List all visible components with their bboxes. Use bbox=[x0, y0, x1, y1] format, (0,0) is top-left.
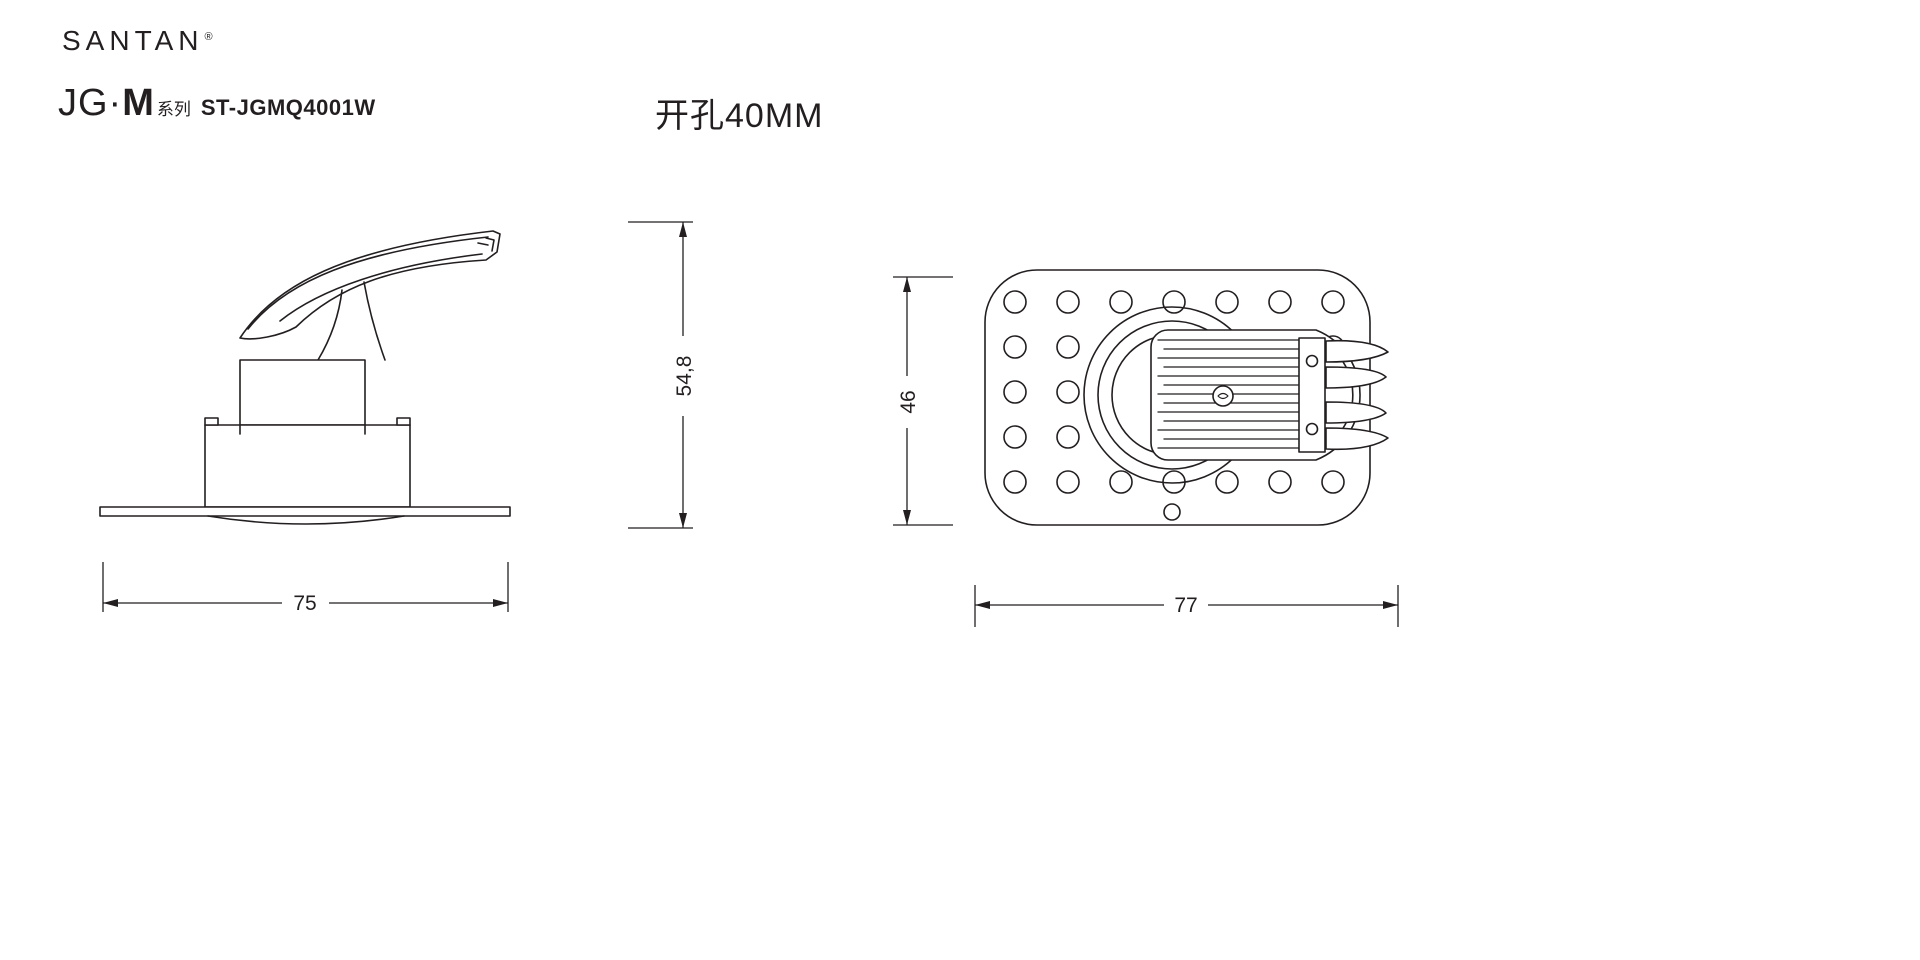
ceiling-flange bbox=[99, 506, 511, 517]
bracket-slats bbox=[1157, 339, 1305, 449]
brand-logo: SANTAN® bbox=[62, 25, 213, 57]
side-width-label-bg bbox=[282, 589, 329, 616]
bracket-screw-top bbox=[1305, 354, 1319, 368]
top-height-dimension-arrows bbox=[903, 277, 911, 525]
side-height-label-bg bbox=[668, 336, 697, 416]
side-view-fixture-outline bbox=[99, 230, 511, 525]
bracket-screw-bottom bbox=[1305, 422, 1319, 436]
series-name-jg: JG· bbox=[58, 82, 123, 124]
top-width-label-bg bbox=[1164, 591, 1208, 618]
lens-bulge bbox=[207, 515, 405, 525]
series-name-m: M bbox=[122, 82, 155, 124]
bottom-tab bbox=[1163, 503, 1181, 521]
model-code: ST-JGMQ4001W bbox=[200, 95, 376, 120]
top-height-label-bg bbox=[893, 376, 921, 428]
top-height-dimension-label: 46 bbox=[897, 390, 920, 413]
registered-trademark-symbol: ® bbox=[204, 30, 213, 43]
top-width-dimension-arrows bbox=[975, 601, 1398, 609]
series-model-line: JG· M 系列 ST-JGMQ4001W bbox=[58, 82, 376, 125]
spring-claws bbox=[1325, 339, 1389, 451]
side-width-dimension-label: 75 bbox=[293, 592, 316, 615]
top-width-dimension-label: 77 bbox=[1174, 594, 1197, 617]
fixture-trim-block bbox=[204, 417, 411, 508]
series-suffix-label: 系列 bbox=[156, 100, 191, 119]
lamp-head-arm bbox=[239, 230, 501, 340]
fixture-mid-body bbox=[239, 359, 366, 426]
side-view-drawing: 75 54,8 bbox=[99, 221, 697, 616]
head-stem bbox=[317, 281, 386, 361]
cutout-size-note: 开孔40MM bbox=[655, 97, 824, 135]
side-height-dimension-label: 54,8 bbox=[673, 356, 696, 397]
side-height-dimension-arrows bbox=[679, 222, 687, 528]
top-view-drawing: 46 77 bbox=[893, 269, 1399, 627]
brand-name: SANTAN bbox=[62, 25, 204, 56]
side-width-dimension-arrows bbox=[103, 599, 508, 607]
spring-clip-bracket bbox=[1150, 329, 1389, 461]
bracket-hub bbox=[1212, 385, 1234, 407]
top-view-fixture-outline bbox=[984, 269, 1389, 526]
